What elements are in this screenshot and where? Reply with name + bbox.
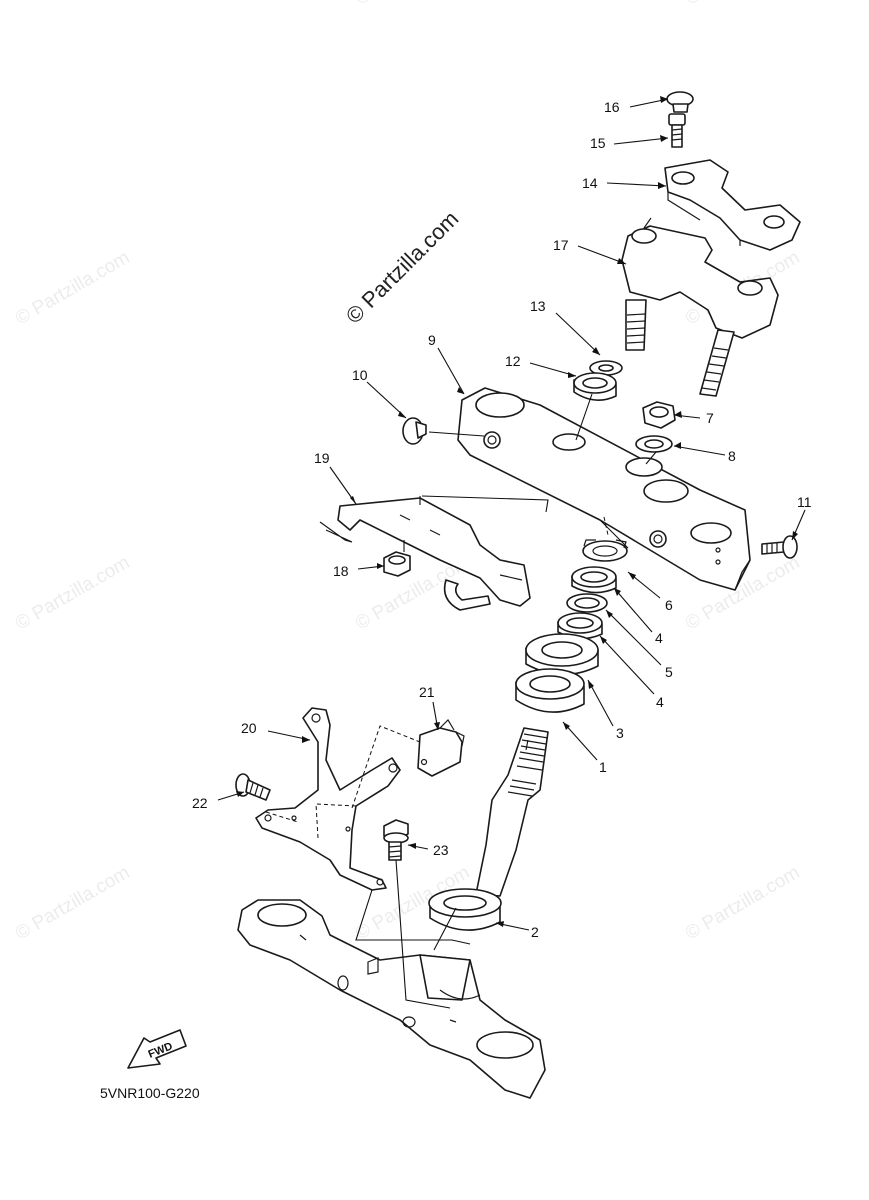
part-14-handlebar-holder	[664, 159, 801, 251]
callout-23: 23	[433, 842, 449, 858]
callout-4-lower: 4	[656, 694, 664, 710]
part-17-lower-holder	[621, 225, 779, 397]
callout-10: 10	[352, 367, 368, 383]
part-18-nut	[383, 551, 411, 577]
callout-13: 13	[530, 298, 546, 314]
callout-11: 11	[797, 494, 812, 510]
part-20-bracket	[255, 707, 401, 891]
watermark: © Partzilla.com	[12, 247, 133, 329]
callout-14: 14	[582, 175, 598, 191]
part-6-lock-washer	[582, 539, 628, 562]
part-8-washer	[635, 435, 673, 453]
assembly-lines	[265, 217, 657, 1009]
part-16-cap	[666, 91, 694, 113]
part-11-bolt	[761, 535, 798, 559]
callout-labels: 16 15 14 17 13 12 9 10 7 8 11 19 18 6 4 …	[192, 99, 812, 940]
callout-8: 8	[728, 448, 736, 464]
part-5-rubber-washer	[566, 593, 608, 613]
watermark: © Partzilla.com	[682, 0, 803, 9]
watermark: © Partzilla.com	[352, 0, 473, 9]
diagram-code: 5VNR100-G220	[100, 1085, 200, 1101]
part-2-lower-bearing	[428, 888, 502, 931]
callout-17: 17	[553, 237, 569, 253]
callout-2: 2	[531, 924, 539, 940]
callout-21: 21	[419, 684, 435, 700]
watermark-layer: © Partzilla.com © Partzilla.com © Partzi…	[12, 0, 803, 944]
steering-stem	[475, 727, 549, 897]
part-22-bolt	[235, 773, 271, 801]
leader-arrowheads	[236, 96, 798, 927]
callout-4-upper: 4	[655, 630, 663, 646]
part-19-cable-guide	[319, 497, 531, 611]
callout-9: 9	[428, 332, 436, 348]
part-23-flange-bolt	[383, 819, 409, 861]
callout-22: 22	[192, 795, 208, 811]
watermark: © Partzilla.com	[32, 0, 153, 4]
part-15-bolt	[668, 113, 686, 148]
watermark: © Partzilla.com	[12, 862, 133, 944]
callout-3: 3	[616, 725, 624, 741]
part-3-bearing-cover	[525, 633, 599, 676]
callout-12: 12	[505, 353, 521, 369]
part-10-cap	[402, 417, 427, 445]
fwd-arrow-icon: FWD	[127, 1029, 187, 1069]
callout-19: 19	[314, 450, 330, 466]
callout-18: 18	[333, 563, 349, 579]
callout-5: 5	[665, 664, 673, 680]
callout-15: 15	[590, 135, 606, 151]
main-watermark: © Partzilla.com	[341, 206, 464, 329]
part-4-ring-nut-upper	[571, 566, 617, 594]
callout-16: 16	[604, 99, 620, 115]
part-12-bushing	[573, 372, 617, 401]
callout-7: 7	[706, 410, 714, 426]
part-7-nut	[642, 401, 676, 429]
part-21-small-bracket	[417, 719, 465, 777]
part-1-bearing	[515, 668, 585, 713]
watermark: © Partzilla.com	[12, 552, 133, 634]
part-13-washer	[589, 360, 623, 376]
watermark: © Partzilla.com	[682, 862, 803, 944]
callout-1: 1	[599, 759, 607, 775]
callout-6: 6	[665, 597, 673, 613]
under-bracket	[237, 899, 546, 1099]
callout-20: 20	[241, 720, 257, 736]
